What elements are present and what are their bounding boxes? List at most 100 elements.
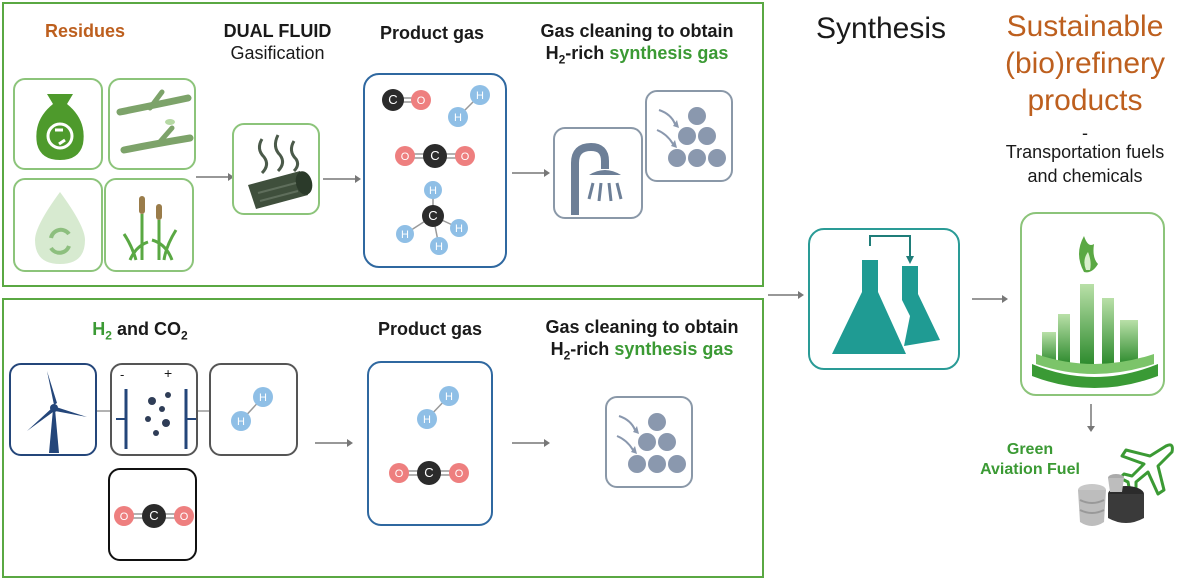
reed-plants-tile	[104, 178, 194, 272]
electrolyzer-minus: -	[120, 367, 125, 382]
hydrogen-atom	[231, 411, 251, 431]
shower-tile	[553, 127, 643, 219]
wind-turbine-tile	[9, 363, 97, 456]
water-drop-tile	[13, 178, 103, 272]
gas-cleaning-line1-bottom: Gas cleaning to obtain	[545, 317, 739, 337]
biomass-route-panel	[2, 2, 764, 287]
arrow-products-to-aviation	[1087, 404, 1095, 432]
carbon-atom-label: C	[430, 148, 439, 163]
fuel-barrels-icon	[1078, 474, 1144, 526]
arrow-residues-to-gasification	[196, 173, 234, 181]
carbon-atom	[423, 144, 447, 168]
carbon-atom	[142, 504, 166, 528]
hydrogen-atom-label: H	[454, 112, 462, 124]
oxygen-atom-label: O	[395, 468, 404, 480]
hydrogen-atom-label: H	[429, 185, 437, 197]
gas-cleaning-line1: Gas cleaning to obtain	[540, 21, 734, 41]
hydrogen-atom-label: H	[476, 90, 484, 102]
hydrogen-atom	[253, 387, 273, 407]
connector-wind-electrolyzer	[97, 410, 111, 412]
shower-icon	[571, 142, 623, 215]
synthesis-label: Synthesis	[815, 12, 947, 45]
hydrogen-atom	[450, 219, 468, 237]
hydrogen-atom	[470, 85, 490, 105]
products-description: - Transportation fuels and chemicals	[975, 123, 1195, 188]
waste-bag-icon	[36, 94, 84, 160]
refinery-icon	[1032, 236, 1158, 388]
products-title-line1: Sustainable	[1006, 10, 1164, 43]
branches-icon	[116, 89, 194, 154]
solids-tile-bottom	[605, 396, 693, 488]
oxygen-atom-label: O	[180, 511, 189, 523]
hydrogen-atom	[439, 386, 459, 406]
arrow-productgas-to-cleaning	[512, 169, 550, 177]
oxygen-atom	[411, 90, 431, 110]
oxygen-atom-label: O	[417, 95, 426, 107]
dual-fluid-label: DUAL FLUID Gasification	[205, 20, 350, 64]
airplane-icon	[1118, 443, 1174, 496]
branches-tile	[108, 78, 196, 170]
hydrogen-atom-label: H	[259, 392, 267, 404]
water-drop-recycle-icon	[35, 192, 85, 264]
synthesis-tile	[808, 228, 960, 370]
oxygen-atom-label: O	[120, 511, 129, 523]
hydrogen-atom	[430, 237, 448, 255]
arrow-feed-to-productgas	[315, 439, 353, 447]
carbon-atom	[422, 205, 444, 227]
carbon-atom	[382, 89, 404, 111]
oxygen-atom-label: O	[455, 468, 464, 480]
refinery-tile	[1020, 212, 1165, 396]
products-desc-line1: Transportation fuels	[1005, 142, 1165, 162]
products-title-line3: products	[1027, 84, 1143, 117]
product-gas-label-bottom: Product gas	[377, 319, 483, 339]
oxygen-atom-label: O	[401, 151, 410, 163]
hydrogen-atom	[417, 409, 437, 429]
oxygen-atom	[455, 146, 475, 166]
hydrogen-tile	[209, 363, 298, 456]
dual-fluid-title: DUAL FLUID	[223, 21, 332, 41]
solids-pile-icon	[616, 413, 686, 473]
hydrogen-atom	[448, 107, 468, 127]
flasks-icon	[832, 235, 940, 354]
electrolyzer-plus: +	[164, 365, 173, 381]
oxygen-atom	[449, 463, 469, 483]
carbon-atom-label: C	[424, 465, 433, 480]
arrow-to-synthesis	[768, 291, 804, 299]
electrolyzer-tile: - +	[110, 363, 198, 456]
gas-cleaning-label-bottom: Gas cleaning to obtain H2-rich synthesis…	[532, 316, 752, 367]
gas-cleaning-label-top: Gas cleaning to obtain H2-rich synthesis…	[527, 20, 747, 71]
gasification-tile	[232, 123, 320, 215]
hydrogen-atom-label: H	[401, 229, 409, 241]
residues-label: Residues	[44, 21, 126, 41]
carbon-atom-label: C	[388, 92, 397, 107]
waste-bag-tile	[13, 78, 103, 170]
hydrogen-molecule: HH	[231, 387, 273, 431]
solids-tile-top	[645, 90, 733, 182]
products-desc-line2: and chemicals	[1027, 166, 1143, 186]
oxygen-atom	[174, 506, 194, 526]
product-gas-label-top: Product gas	[379, 23, 485, 43]
oxygen-atom-label: O	[461, 151, 470, 163]
carbon-atom-label: C	[428, 208, 437, 223]
hydrogen-atom-label: H	[237, 416, 245, 428]
power-to-x-route-panel	[2, 298, 764, 578]
aviation-line2: Aviation Fuel	[980, 461, 1080, 478]
green-aviation-fuel-label: Green Aviation Fuel	[975, 440, 1085, 480]
products-dash: -	[1082, 123, 1088, 143]
h2-co2-label: H2 and CO2	[92, 319, 188, 343]
hydrogen-atom	[396, 225, 414, 243]
product-gas-tile-bottom	[367, 361, 493, 526]
oxygen-atom	[389, 463, 409, 483]
electrolyzer-icon	[116, 389, 196, 449]
hydrogen-atom	[424, 181, 442, 199]
oxygen-atom	[114, 506, 134, 526]
hydrogen-atom-label: H	[423, 414, 431, 426]
arrow-gasification-to-productgas	[323, 175, 361, 183]
aviation-line1: Green	[1006, 441, 1054, 458]
carbon-atom-label: C	[149, 508, 158, 523]
hydrogen-atom-label: H	[435, 241, 443, 253]
wind-turbine-icon	[27, 371, 87, 453]
